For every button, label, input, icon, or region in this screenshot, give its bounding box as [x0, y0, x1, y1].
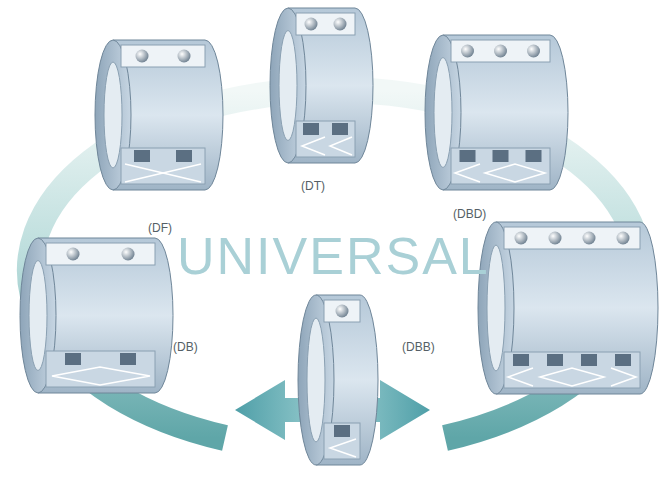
bearing-dbd — [425, 35, 568, 190]
bearing-single — [298, 295, 378, 465]
arrangement-label: (DB) — [173, 340, 198, 354]
arrangement-label: (DBB) — [402, 340, 435, 354]
arrangement-label: (DF) — [148, 221, 172, 235]
center-title: UNIVERSAL — [177, 226, 490, 286]
bearing-dbb — [478, 222, 658, 394]
arrangement-label: (DT) — [301, 179, 325, 193]
bearing-df — [95, 40, 223, 190]
bearing-db — [20, 238, 173, 393]
bearing-dt — [270, 8, 373, 163]
arrangement-label: (DBD) — [453, 207, 486, 221]
